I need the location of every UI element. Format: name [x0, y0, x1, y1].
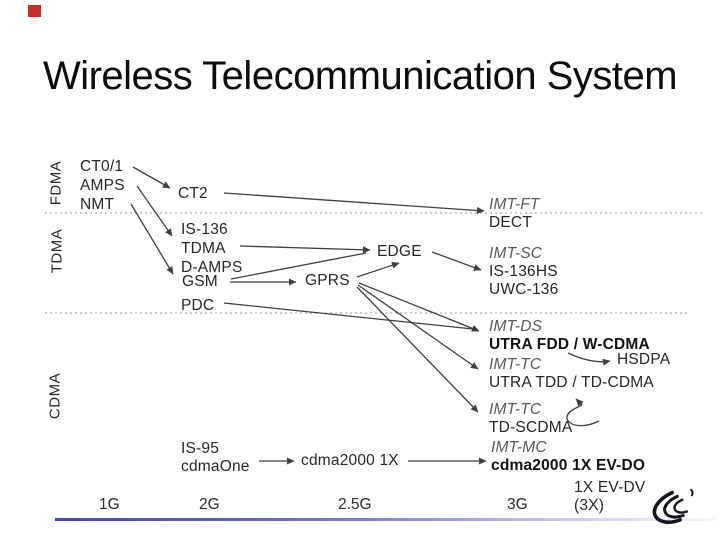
- node-imt-ft: IMT-FT DECT: [489, 196, 540, 232]
- node-is95: IS-95: [181, 440, 220, 457]
- node-nmt: NMT: [80, 196, 115, 213]
- edge-gprs-imtds: [358, 282, 480, 332]
- imt-tc-tdd-title: IMT-TC: [489, 356, 542, 373]
- row-label-fdma: FDMA: [47, 160, 65, 206]
- edge-edge-imtsc: [431, 251, 482, 271]
- red-corner-marker: [28, 5, 41, 17]
- edge-gprs-imttc: [357, 284, 479, 370]
- row-label-cdma: CDMA: [46, 372, 64, 420]
- edge-amps-tdma: [136, 185, 173, 237]
- node-imt-mc: IMT-MC cdma2000 1X EV-DO: [491, 439, 645, 475]
- slide-title: Wireless Telecommunication System: [42, 54, 678, 98]
- node-tdma: TDMA: [181, 240, 226, 257]
- node-imt-sc: IMT-SC IS-136HS UWC-136: [489, 245, 558, 299]
- node-utra-fdd-wcdma: UTRA FDD / W-CDMA: [489, 336, 650, 353]
- node-cdmaone: cdmaOne: [181, 458, 250, 475]
- node-imt-tc-scdma: IMT-TC TD-SCDMA: [489, 401, 572, 437]
- node-cdma2000-evdo: cdma2000 1X EV-DO: [491, 457, 646, 474]
- node-1g-fdma-systems: CT0/1 AMPS NMT: [80, 157, 125, 214]
- node-gprs: GPRS: [305, 272, 350, 289]
- node-is136hs: IS-136HS: [489, 263, 558, 280]
- edge-tdma-edge: [239, 245, 371, 254]
- node-imt-tc-tdd: IMT-TC UTRA TDD / TD-CDMA: [489, 356, 654, 392]
- node-ct01: CT0/1: [80, 158, 124, 175]
- timeline-label-1g: 1G: [99, 496, 120, 513]
- node-uwc136: UWC-136: [489, 281, 559, 298]
- imt-sc-title: IMT-SC: [489, 245, 543, 262]
- edge-ct2-imtft: [223, 192, 485, 215]
- node-3x: (3X): [574, 497, 605, 514]
- node-1x-evdv: 1X EV-DV: [574, 479, 646, 496]
- row-label-tdma: TDMA: [48, 228, 66, 274]
- imt-ft-title: IMT-FT: [489, 196, 540, 213]
- imt-ds-title: IMT-DS: [489, 318, 543, 335]
- edge-pdc-imtds: [223, 302, 474, 330]
- node-is95-cdmaone: IS-95 cdmaOne: [181, 440, 250, 476]
- node-dect: DECT: [489, 214, 532, 231]
- node-amps: AMPS: [80, 177, 125, 194]
- node-imt-ds: IMT-DS UTRA FDD / W-CDMA: [489, 318, 650, 354]
- edge-ct01-ct2: [132, 166, 171, 189]
- timeline-label-2g: 2G: [199, 496, 220, 513]
- node-pdc: PDC: [181, 297, 215, 314]
- imt-mc-title: IMT-MC: [491, 439, 547, 456]
- node-gsm: GSM: [182, 273, 218, 290]
- node-hsdpa: HSDPA: [617, 351, 671, 368]
- node-edge: EDGE: [377, 243, 422, 260]
- imt-tc-scdma-title: IMT-TC: [489, 401, 542, 418]
- node-2g-tdma-systems: IS-136 TDMA D-AMPS: [181, 220, 242, 277]
- edge-gprs-edge: [356, 261, 400, 278]
- node-utra-tdd-tdcdma: UTRA TDD / TD-CDMA: [489, 374, 654, 391]
- edge-gprs-tdscdma: [356, 286, 479, 413]
- node-cdma2000-1x: cdma2000 1X: [301, 452, 399, 469]
- node-ct2: CT2: [178, 185, 208, 202]
- node-td-scdma: TD-SCDMA: [489, 419, 573, 436]
- edge-nmt-gsm: [130, 203, 174, 275]
- node-damps: D-AMPS: [181, 259, 243, 276]
- timeline-label-3g: 3G: [507, 496, 528, 513]
- node-is136: IS-136: [181, 221, 228, 238]
- timeline-label-2-5g: 2.5G: [338, 496, 372, 513]
- swoosh-logo-icon: [652, 488, 694, 525]
- timeline-axis-line: [55, 518, 716, 521]
